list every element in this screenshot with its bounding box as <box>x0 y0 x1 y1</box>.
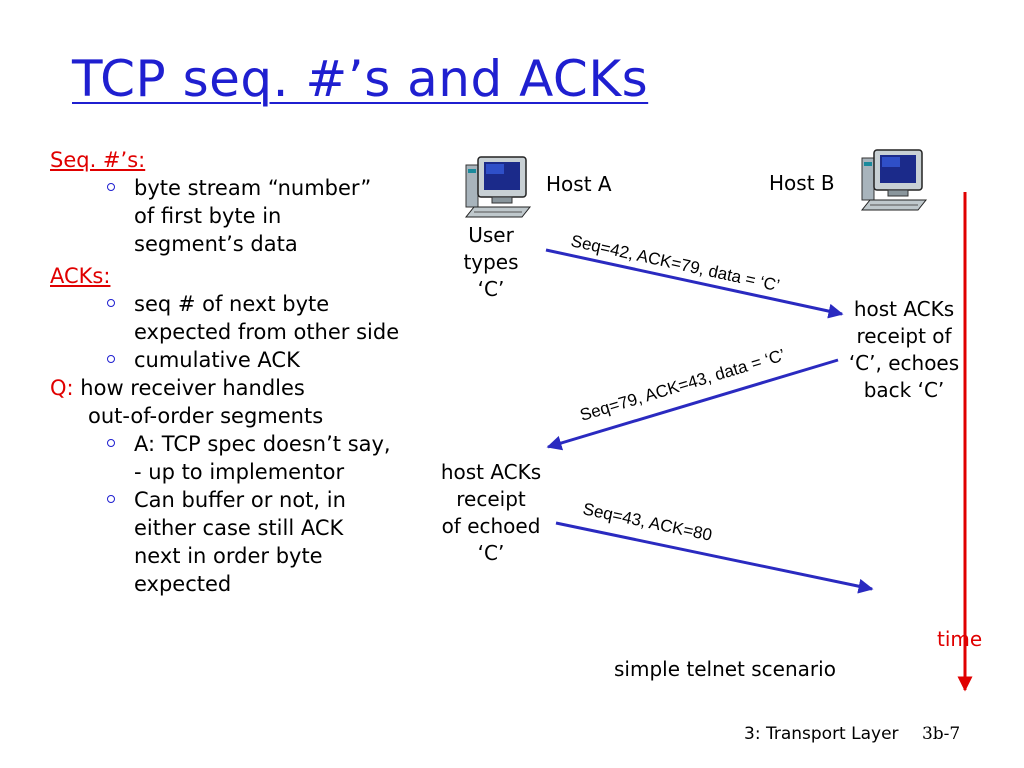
event-host-a-ack: host ACKs receipt of echoed ‘C’ <box>426 459 556 567</box>
question-text: how receiver handles <box>80 376 305 400</box>
footer-page-number: 3b-7 <box>921 724 961 744</box>
answer-bullet-text: Can buffer or not, in either case still … <box>134 488 346 596</box>
bullet-icon <box>107 495 115 503</box>
event-line: of echoed <box>441 514 541 538</box>
event-line: ‘C’ <box>477 277 505 301</box>
event-line: receipt of <box>856 324 952 348</box>
computer-icon-host-a <box>464 156 532 218</box>
ack-bullet: cumulative ACK <box>107 346 404 374</box>
ack-bullet-text: cumulative ACK <box>134 348 300 372</box>
ack-bullet-text: seq # of next byte expected from other s… <box>134 292 400 344</box>
computer-icon-host-b <box>860 149 928 211</box>
seq-bullet: byte stream “number” of first byte in se… <box>107 174 394 258</box>
ack-bullet: seq # of next byte expected from other s… <box>107 290 404 346</box>
diagram-caption: simple telnet scenario <box>614 657 836 681</box>
event-line: host ACKs <box>853 297 955 321</box>
seq-heading: Seq. #’s: <box>50 148 146 172</box>
question-line: Q: how receiver handles <box>50 374 410 402</box>
notes-panel: Seq. #’s: byte stream “number” of first … <box>50 146 410 598</box>
segment-arrow-1 <box>545 248 844 319</box>
bullet-icon <box>107 183 115 191</box>
host-a-label: Host A <box>546 172 612 196</box>
ack-heading: ACKs: <box>50 264 111 288</box>
event-line: host ACKs <box>440 460 542 484</box>
segment-arrow-3 <box>555 521 874 594</box>
event-line: User <box>468 223 514 247</box>
event-user-types: User types ‘C’ <box>446 222 536 303</box>
question-label: Q: <box>50 376 74 400</box>
answer-bullet: A: TCP spec doesn’t say, - up to impleme… <box>107 430 394 486</box>
event-line: ‘C’ <box>477 541 505 565</box>
answer-bullet-text: A: TCP spec doesn’t say, - up to impleme… <box>134 432 391 484</box>
answer-bullet: Can buffer or not, in either case still … <box>107 486 394 598</box>
time-label: time <box>937 627 983 651</box>
footer-section: 3: Transport Layer <box>744 724 899 744</box>
seq-bullet-text: byte stream “number” of first byte in se… <box>134 176 372 256</box>
event-line: ‘C’, echoes <box>848 351 960 375</box>
slide-title: TCP seq. #’s and ACKs <box>72 50 649 108</box>
segment-arrow-2 <box>546 358 839 451</box>
bullet-icon <box>107 299 115 307</box>
question-text-2: out-of-order segments <box>88 404 324 428</box>
slide-footer: 3: Transport Layer 3b-7 <box>744 724 960 744</box>
event-line: back ‘C’ <box>863 378 945 402</box>
host-b-label: Host B <box>769 171 835 195</box>
event-line: receipt <box>456 487 526 511</box>
segment-label-3: Seq=43, ACK=80 <box>581 499 713 544</box>
event-host-b-ack: host ACKs receipt of ‘C’, echoes back ‘C… <box>842 296 966 404</box>
bullet-icon <box>107 355 115 363</box>
bullet-icon <box>107 439 115 447</box>
event-line: types <box>463 250 519 274</box>
